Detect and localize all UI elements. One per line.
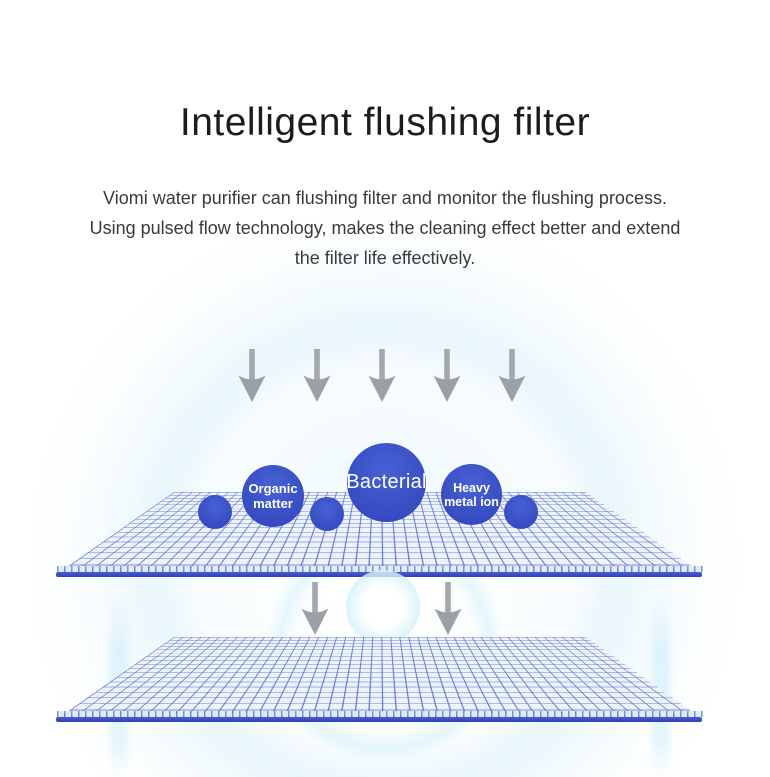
description-line-1: Viomi water purifier can flushing filter… [103, 188, 667, 208]
light-streak-right [652, 598, 670, 777]
down-arrow-icon [237, 349, 267, 403]
mesh-front-edge [56, 717, 702, 722]
bacterial-particle: Bacterial [346, 443, 427, 522]
heavy-metal-label-line2: metal ion [444, 494, 499, 509]
mesh-side-face [57, 566, 703, 572]
water-bubble [346, 570, 420, 644]
mesh-side-face [57, 711, 703, 717]
page-title: Intelligent flushing filter [179, 101, 591, 144]
down-arrow-icon [302, 349, 332, 403]
description-line-3: the filter life effectively. [294, 248, 476, 268]
down-arrow-icon [367, 349, 397, 403]
heavy-metal-ion-particle: Heavy metal ion [441, 464, 502, 525]
organic-matter-label-line1: Organic [248, 481, 298, 496]
contaminant-particle [504, 495, 538, 529]
contaminant-particle [198, 495, 232, 529]
down-arrow-icon [497, 349, 527, 403]
heavy-metal-label-line1: Heavy [453, 480, 490, 495]
down-arrow-icon [433, 582, 463, 636]
description-line-2: Using pulsed flow technology, makes the … [89, 218, 681, 238]
organic-matter-label-line2: matter [253, 496, 293, 511]
down-arrow-icon [300, 582, 330, 636]
mesh-grid [60, 636, 700, 717]
down-arrow-icon [432, 349, 462, 403]
description-text: Viomi water purifier can flushing filter… [65, 183, 705, 273]
bacterial-label: Bacterial [346, 471, 427, 493]
contaminant-particle [310, 497, 344, 531]
organic-matter-particle: Organic matter [242, 465, 304, 527]
